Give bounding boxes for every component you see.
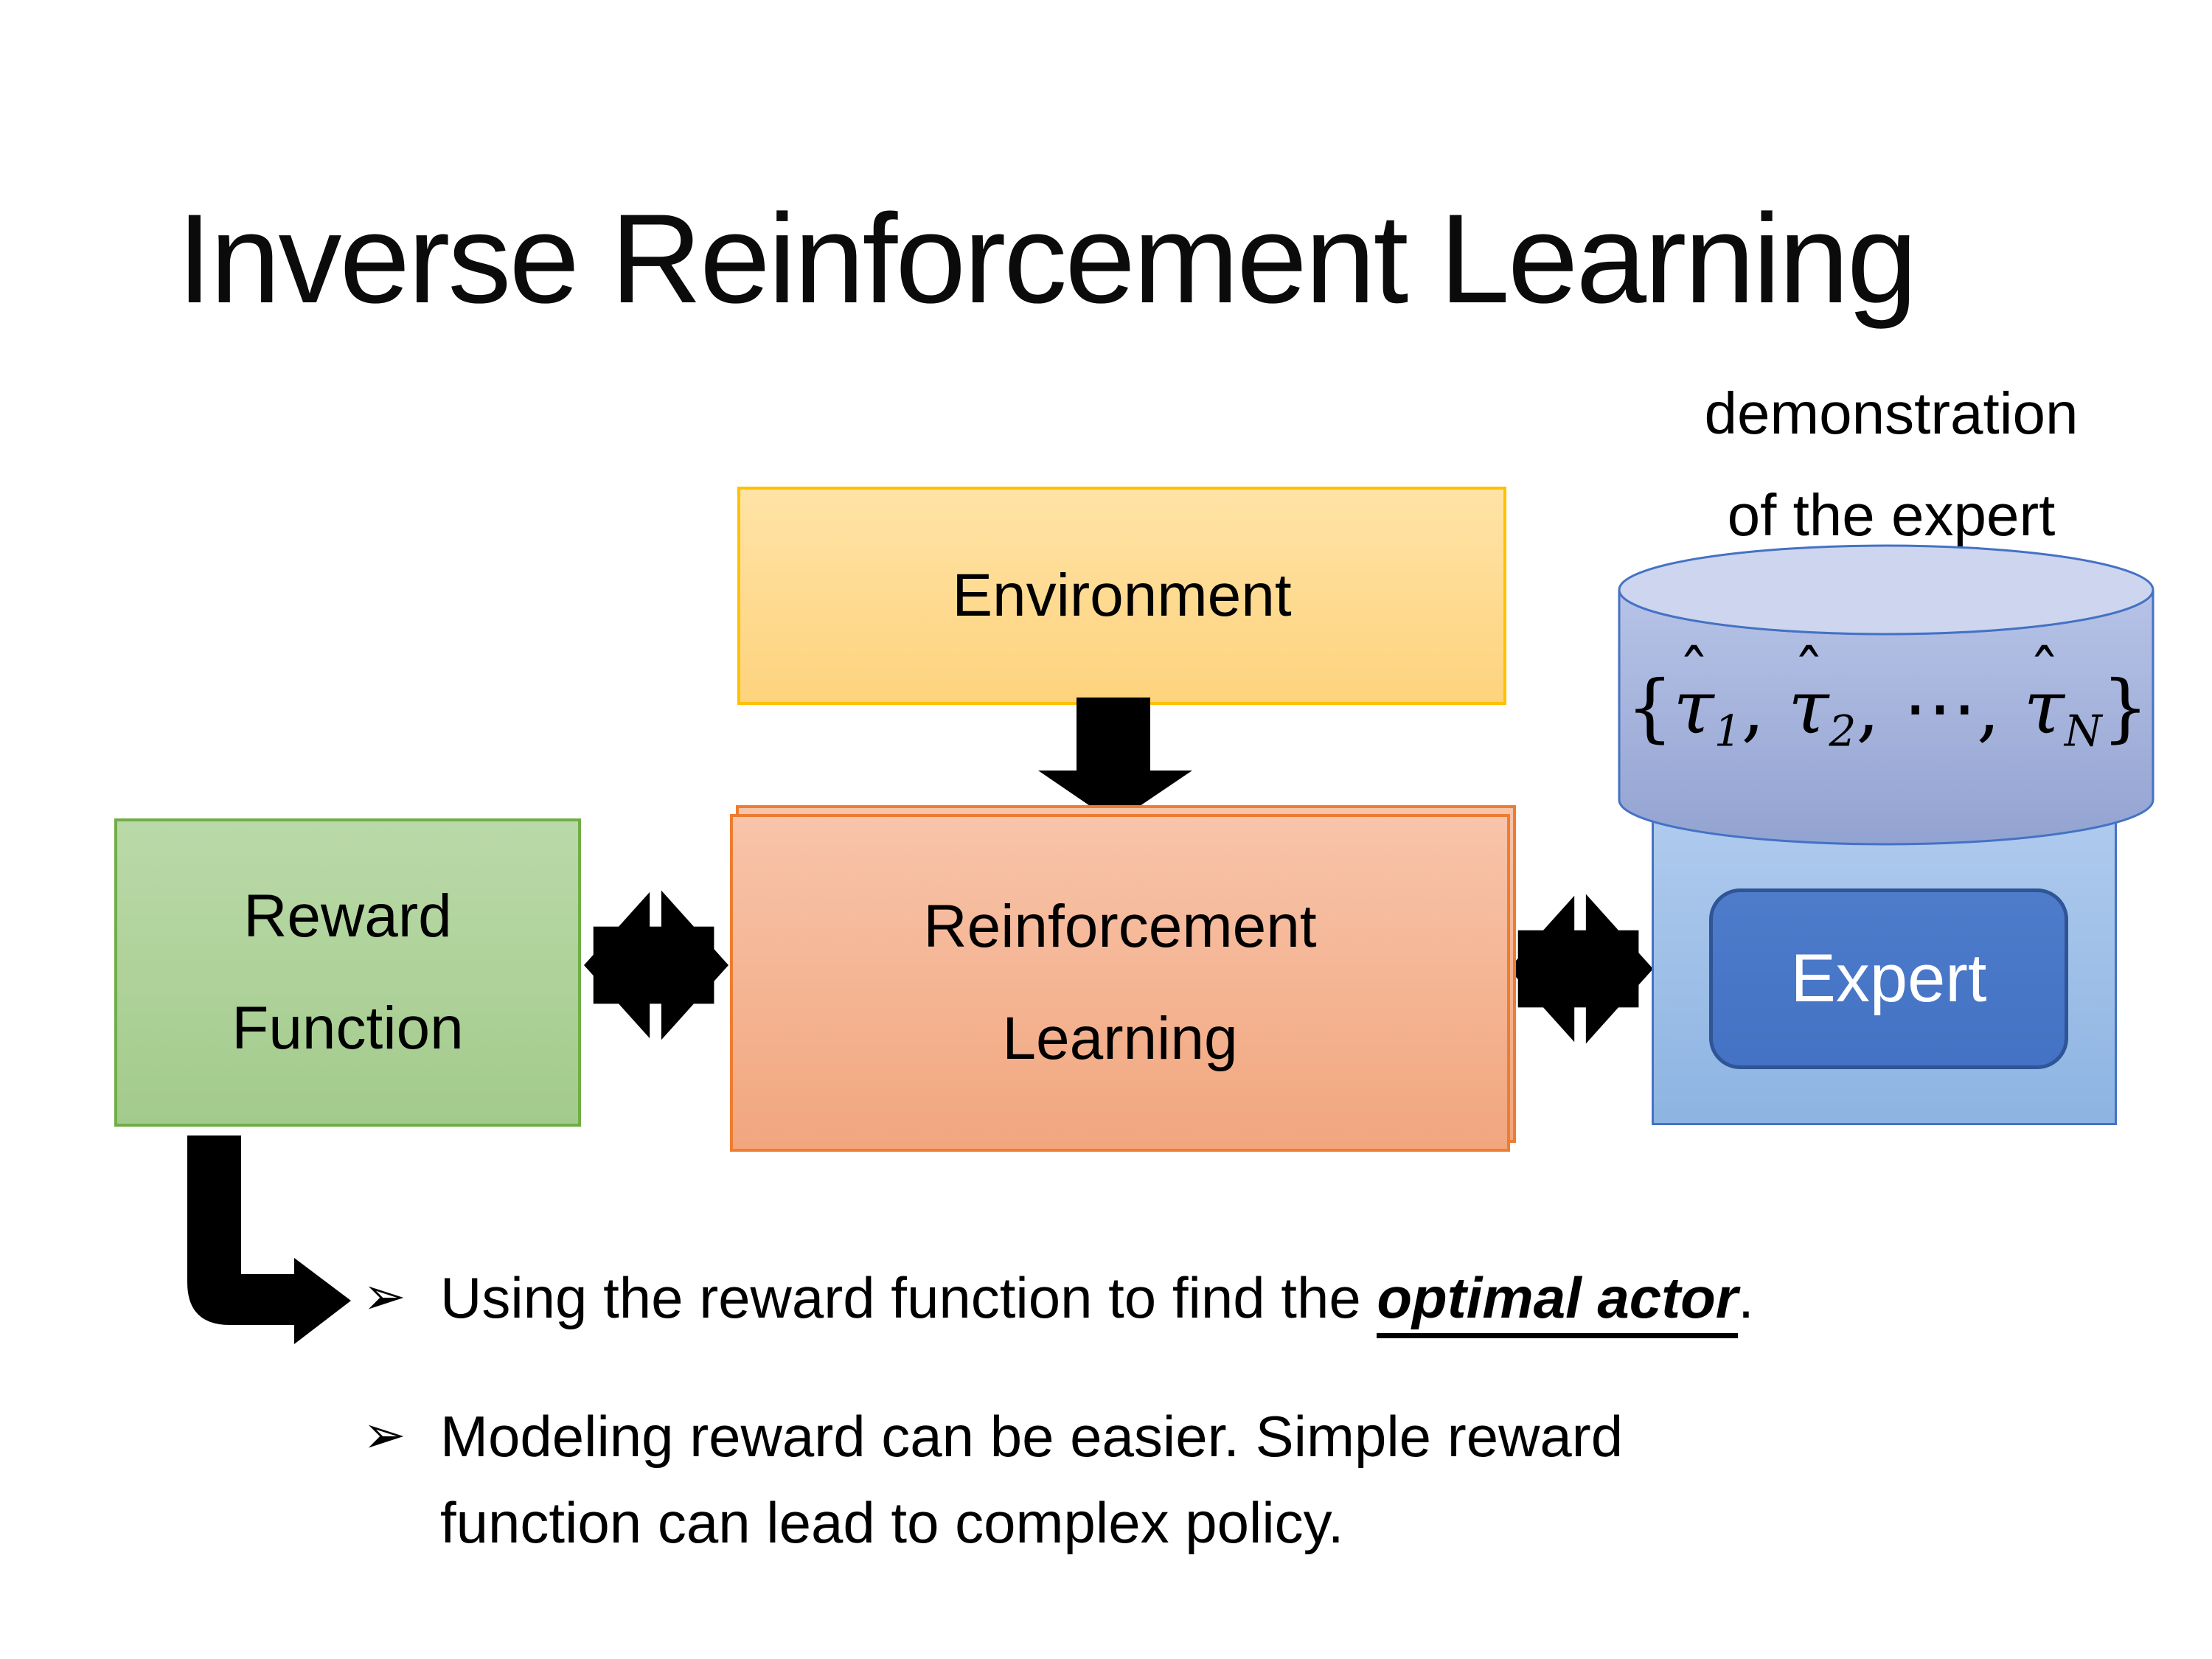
bent-arrow-icon [187, 1135, 351, 1344]
bullet-2-line1: Modeling reward can be easier. Simple re… [440, 1404, 1624, 1469]
formula-close-brace: } [2101, 664, 2149, 751]
reinforcement-learning-label: Reinforcement Learning [923, 893, 1317, 1072]
down-arrow-icon [1038, 698, 1192, 823]
environment-box: Environment [737, 487, 1506, 705]
demonstration-label-line2: of the expert [1727, 481, 2056, 548]
bullet-item-1: ➢ Using the reward function to find the … [363, 1255, 2096, 1341]
expert-label: Expert [1790, 941, 1987, 1016]
demonstration-cylinder [1618, 544, 2154, 846]
page-title: Inverse Reinforcement Learning [177, 188, 1918, 330]
bullet-1-text: Using the reward function to find the op… [440, 1255, 1754, 1341]
optimal-actor-emphasis: optimal actor [1377, 1265, 1739, 1338]
expert-box: Expert [1709, 888, 2068, 1069]
bullet-arrow-icon: ➢ [363, 1406, 406, 1464]
bullet-2-text: Modeling reward can be easier. Simple re… [440, 1394, 1623, 1566]
double-arrow-right-icon [1509, 888, 1653, 1049]
bullet-item-2: ➢ Modeling reward can be easier. Simple … [363, 1394, 1837, 1566]
reward-function-box: Reward Function [114, 818, 581, 1127]
bullet-arrow-icon: ➢ [363, 1267, 406, 1325]
formula-open-brace: { [1626, 664, 1674, 751]
formula-dots: ⋯ [1902, 664, 1977, 751]
demonstration-label-line1: demonstration [1704, 380, 2079, 446]
reinforcement-learning-box: Reinforcement Learning [730, 814, 1510, 1152]
environment-label: Environment [952, 562, 1292, 630]
double-arrow-left-icon [584, 885, 728, 1046]
reward-function-label: Reward Function [232, 883, 464, 1062]
bullet-2-line2: function can lead to complex policy. [440, 1490, 1344, 1555]
demonstration-label: demonstration of the expert [1615, 363, 2168, 566]
